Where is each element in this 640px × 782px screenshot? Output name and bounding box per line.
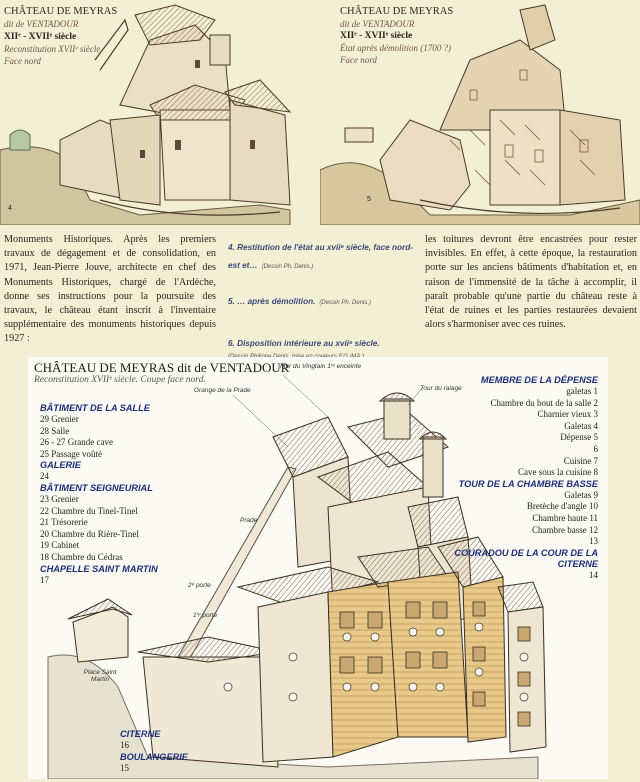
legend-item: 24 — [40, 471, 49, 482]
legend-item: Chambre haute 11 — [532, 512, 598, 523]
legend-heading-citerne: CITERNE — [120, 729, 161, 739]
fig4-note: Reconstitution XVIIᵉ siècle. — [4, 44, 103, 54]
fig5-century: XIIᵉ - XVIIᵉ siècle — [340, 31, 413, 41]
legend-item: 14 — [589, 569, 598, 580]
legend-item: Charnier vieux 3 — [537, 409, 598, 420]
figure-4: CHÂTEAU DE MEYRAS dit de VENTADOUR XIIᵉ … — [0, 0, 300, 225]
label-grange: Grange de la Prade — [194, 387, 251, 394]
legend-item: Cuisine 7 — [563, 455, 598, 466]
legend-item: 16 — [120, 740, 129, 750]
caption-4: 4. Restitution de l'état au xviiᵉ siècle… — [228, 243, 413, 270]
label-tour-ralage: Tour du ralage — [420, 385, 462, 392]
legend-heading-couradou: COURADOU DE LA COUR DE LA CITERNE — [454, 547, 598, 569]
legend-item: Dépense 5 — [560, 432, 598, 443]
label-prade: Prade — [240, 517, 258, 524]
castle-ruins-drawing — [320, 4, 640, 225]
fig4-face: Face nord — [4, 56, 41, 66]
caption-5: 5. … après démolition. (Dessin Ph. Denis… — [228, 297, 372, 306]
legend-item: 22 Chambre du Tinel-Tinel — [40, 505, 138, 516]
castle-reconstruction-drawing — [0, 4, 292, 225]
legend-item: 18 Chambre du Cédras — [40, 551, 123, 562]
captions: 4. Restitution de l'état au xviiᵉ siècle… — [228, 237, 414, 362]
label-porte-2: 2ᵉ porte — [188, 582, 211, 589]
legend-bottom: CITERNE 16 BOULANGERIE 15 — [120, 729, 188, 774]
fig4-century: XIIᵉ - XVIIᵉ siècle — [4, 32, 77, 42]
label-place-saint-martin: Place Saint Martin — [83, 669, 117, 683]
legend-right: MEMBRE DE LA DÉPENSE galetas 1 Chambre d… — [438, 375, 598, 581]
fig5-subtitle: dit de VENTADOUR — [340, 19, 415, 29]
figure-5: CHÂTEAU DE MEYRAS dit de VENTADOUR XIIᵉ … — [320, 0, 640, 225]
legend-heading-galerie: GALERIE — [40, 460, 81, 471]
fig5-number: 5 — [367, 196, 371, 203]
fig4-number: 4 — [8, 205, 12, 212]
legend-item: 19 Cabinet — [40, 540, 80, 551]
legend-heading-depense: MEMBRE DE LA DÉPENSE — [480, 375, 598, 385]
body-text-right: les toitures devront être encastrées pou… — [425, 234, 637, 331]
legend-heading-salle: BÂTIMENT DE LA SALLE — [40, 403, 150, 413]
label-porte-1: 1ʳᵉ porte — [193, 612, 218, 619]
legend-item: Galetas 4 — [564, 420, 598, 431]
legend-item: 15 — [120, 762, 129, 773]
legend-item: 26 - 27 Grande cave — [40, 437, 113, 448]
legend-item: Galetas 9 — [564, 489, 598, 500]
legend-item: galetas 1 — [566, 386, 598, 396]
legend-item: 21 Trésorerie — [40, 517, 88, 528]
legend-item: Chambre du bout de la salle 2 — [490, 397, 598, 408]
legend-heading-boulangerie: BOULANGERIE — [120, 751, 188, 762]
legend-item: 6 — [593, 443, 599, 454]
fig5-title: CHÂTEAU DE MEYRAS — [340, 6, 454, 17]
legend-item: 28 Salle — [40, 425, 70, 436]
castle-cutaway-drawing — [47, 374, 547, 779]
legend-item: 25 Passage voûté — [40, 448, 102, 459]
fig5-note: État après démolition (1700 ?) — [340, 43, 451, 53]
legend-item: Bretèche d'angle 10 — [526, 501, 598, 512]
legend-item: 17 — [40, 574, 49, 585]
legend-heading-tour-chambre-basse: TOUR DE LA CHAMBRE BASSE — [458, 478, 598, 489]
legend-item: 13 — [589, 536, 598, 547]
legend-item: Cave sous la cuisine 8 — [518, 467, 598, 478]
legend-item: Chambre basse 12 — [532, 524, 598, 535]
fig5-face: Face nord — [340, 55, 377, 65]
figure-6-panel: CHÂTEAU DE MEYRAS dit de VENTADOUR Recon… — [28, 357, 608, 779]
body-text-left: Monuments Historiques. Après les premier… — [4, 234, 216, 345]
fig4-title: CHÂTEAU DE MEYRAS — [4, 6, 118, 17]
legend-item: 20 Chambre du Rière-Tinel — [40, 528, 139, 539]
legend-item: 23 Grenier — [40, 493, 79, 504]
legend-left: BÂTIMENT DE LA SALLE 29 Grenier 28 Salle… — [40, 403, 200, 586]
main-title: CHÂTEAU DE MEYRAS dit de VENTADOUR — [34, 360, 290, 375]
main-subtitle: Reconstitution XVIIᵉ siècle. Coupe face … — [34, 375, 206, 385]
label-mur-vingtain: Mur du Vingtain 1ʳᵉ enceinte — [280, 363, 362, 370]
legend-heading-chapelle: CHAPELLE SAINT MARTIN — [40, 563, 158, 574]
legend-heading-seigneurial: BÂTIMENT SEIGNEURIAL — [40, 482, 153, 493]
legend-item: 29 Grenier — [40, 414, 79, 424]
fig4-subtitle: dit de VENTADOUR — [4, 19, 79, 29]
